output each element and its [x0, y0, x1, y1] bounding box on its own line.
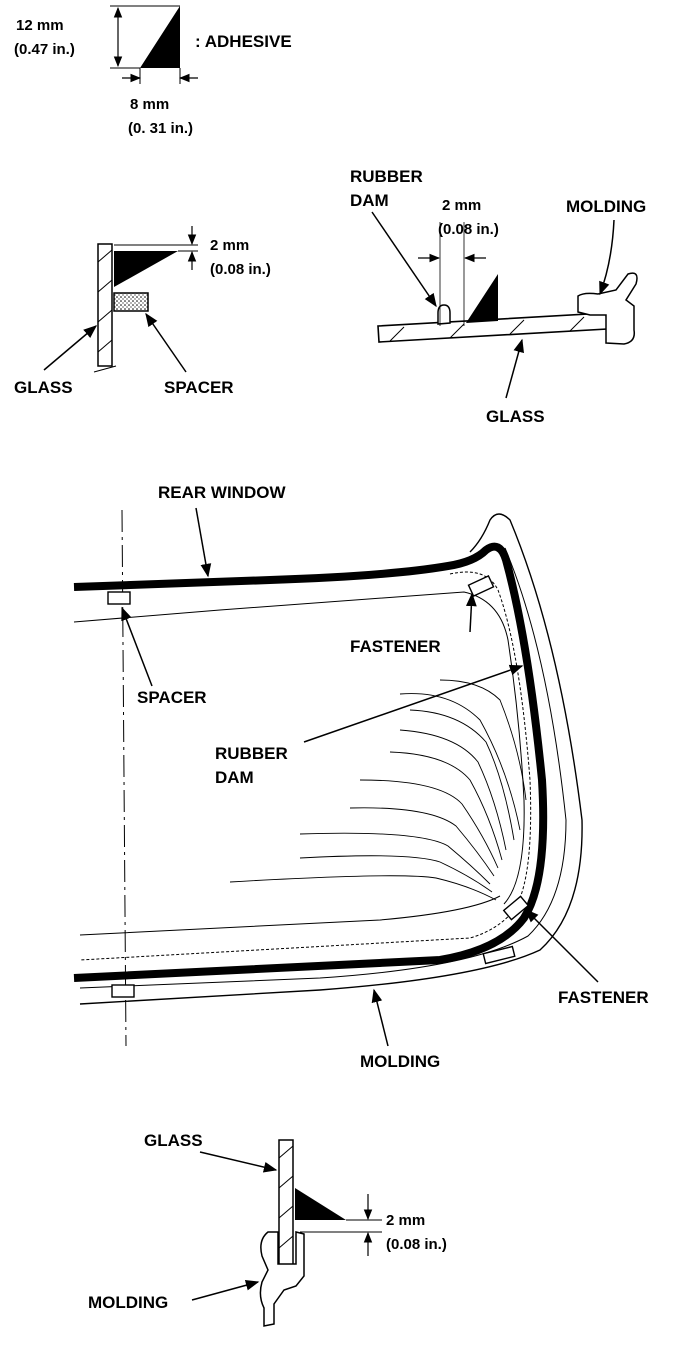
spacer-block [113, 292, 149, 312]
adhesive-height-mm: 12 mm [16, 17, 64, 34]
fastener-top [467, 574, 495, 598]
spacer-detail-glass-label: GLASS [14, 378, 73, 397]
adhesive-triangle-icon [140, 6, 180, 68]
adhesive-spec-group: 12 mm (0.47 in.) : ADHESIVE 8 mm (0. 31 … [14, 5, 292, 137]
dam-detail-molding-label: MOLDING [566, 197, 646, 216]
spacer-detail-spacer-label: SPACER [164, 378, 234, 397]
glass-section [93, 243, 117, 373]
main-dam-label: DAM [215, 768, 254, 787]
adhesive-bead [114, 251, 178, 287]
adhesive-bead [466, 274, 498, 323]
spacer-top [107, 591, 131, 605]
dam-detail-dam-label: DAM [350, 191, 389, 210]
rear-window-main-view: REAR WINDOW FASTENER SPACER RUBBER DAM F… [73, 483, 649, 1071]
fastener-bottom-label: FASTENER [558, 988, 649, 1007]
molding-outline [79, 513, 583, 1005]
rubber-dam-line [79, 571, 532, 961]
adhesive-width-mm: 8 mm [130, 96, 169, 113]
dam-detail-glass-label: GLASS [486, 407, 545, 426]
spacer-bottom [111, 984, 135, 998]
molding-gap-mm: 2 mm [386, 1212, 425, 1229]
main-molding-label: MOLDING [360, 1052, 440, 1071]
main-spacer-label: SPACER [137, 688, 207, 707]
rear-window-glass-edge [73, 542, 548, 982]
rubber-dam-detail-group: RUBBER DAM 2 mm (0.08 in.) MOLDING GLASS [350, 167, 646, 426]
spacer-gap-mm: 2 mm [210, 237, 249, 254]
adhesive-height-in: (0.47 in.) [14, 41, 75, 58]
dam-detail-rubber-label: RUBBER [350, 167, 423, 186]
molding-detail-group: GLASS 2 mm (0.08 in.) MOLDING [88, 1131, 447, 1327]
molding-detail-molding-label: MOLDING [88, 1293, 168, 1312]
fastener-bottom-upper [502, 895, 530, 921]
dam-gap-in: (0.08 in.) [438, 221, 499, 238]
main-rubber-label: RUBBER [215, 744, 288, 763]
adhesive-label: : ADHESIVE [195, 32, 292, 51]
molding-gap-in: (0.08 in.) [386, 1236, 447, 1253]
glass-reflection-lines [229, 679, 527, 901]
adhesive-bead [295, 1188, 346, 1220]
adhesive-width-in: (0. 31 in.) [128, 120, 193, 137]
spacer-gap-in: (0.08 in.) [210, 261, 271, 278]
dam-gap-mm: 2 mm [442, 197, 481, 214]
molding-detail-glass-label: GLASS [144, 1131, 203, 1150]
centerline [121, 509, 127, 1047]
rubber-dam-bead [437, 304, 451, 325]
fastener-bottom-lower [482, 945, 516, 965]
molding-profile [259, 1231, 305, 1327]
glass-section [278, 1139, 294, 1267]
rear-window-label: REAR WINDOW [158, 483, 286, 502]
fastener-top-label: FASTENER [350, 637, 441, 656]
molding-profile [577, 272, 638, 345]
spacer-detail-group: 2 mm (0.08 in.) GLASS SPACER [14, 226, 271, 397]
